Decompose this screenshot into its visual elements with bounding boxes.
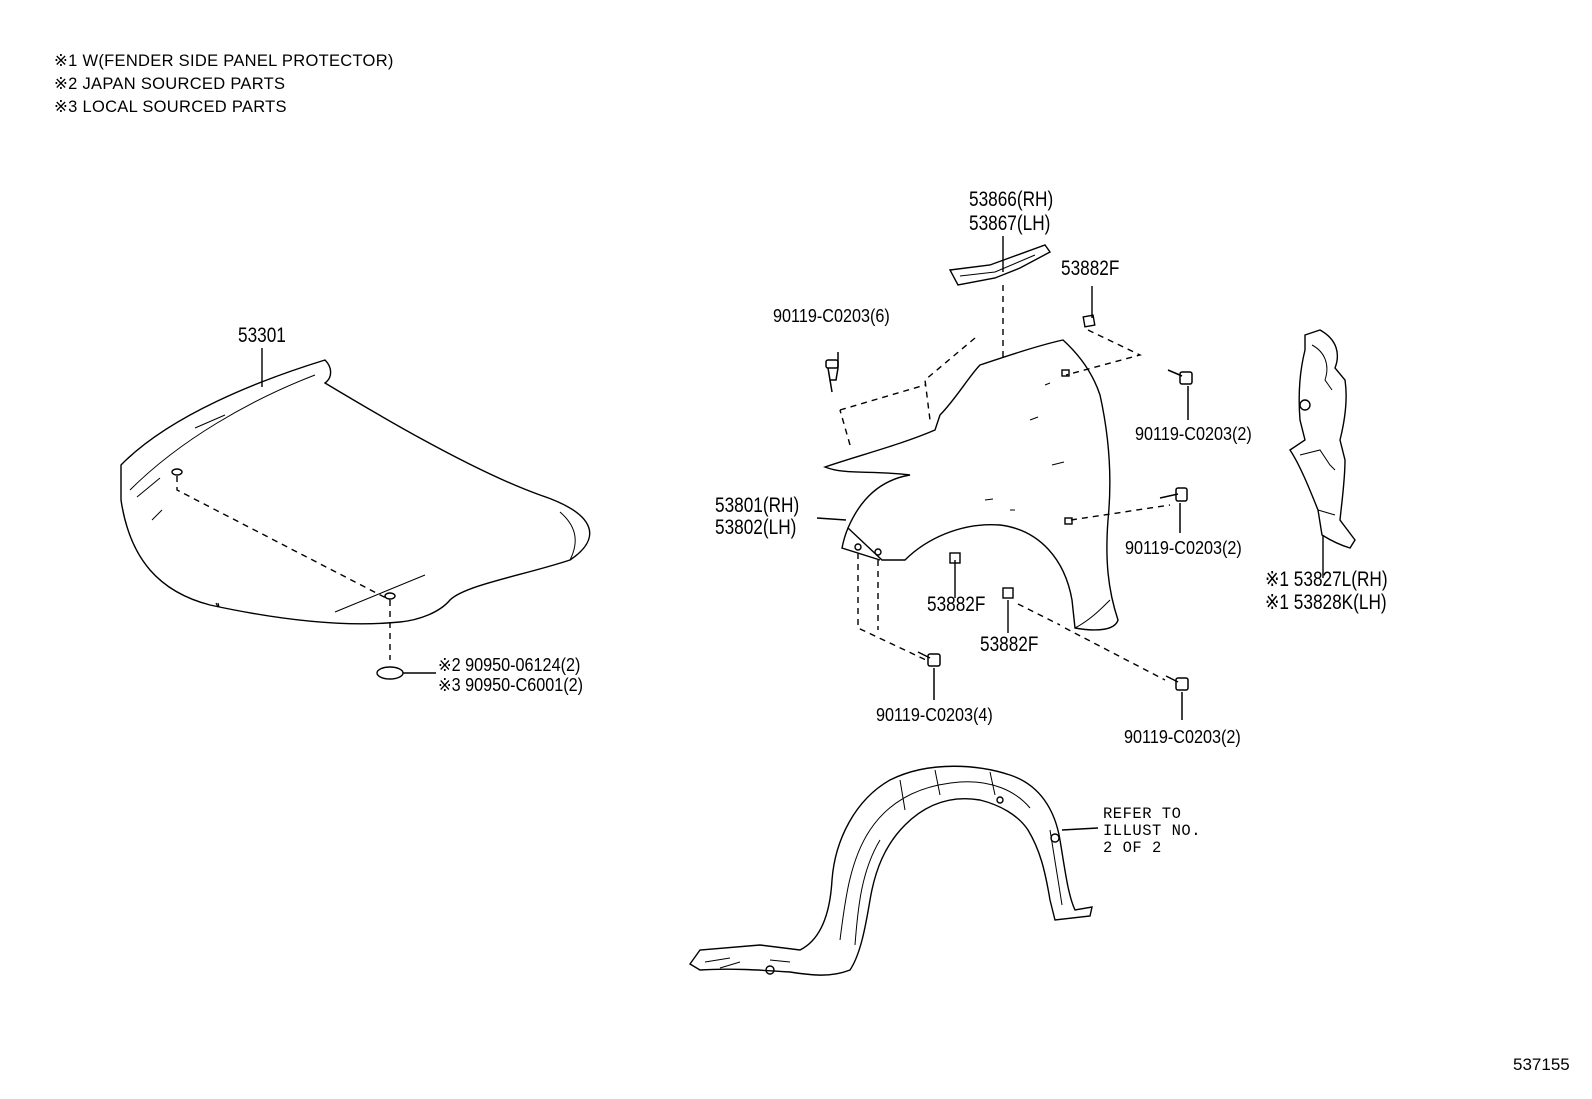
label-hood-plug-jp: ※2 90950-06124(2) [438,655,581,675]
label-screw-mid-right: 90119-C0203(2) [1125,538,1242,558]
fender-panel [816,286,1171,681]
label-clip-top: 53882F [1061,257,1120,280]
screw-bottom-left [917,651,941,700]
label-hood: 53301 [238,324,286,347]
clip-mid [949,552,961,564]
fender-liner [688,765,1099,976]
hood-plug [376,666,404,680]
hood-panel [120,348,591,680]
label-fender-rh: 53801(RH) [715,494,800,517]
label-clip-low: 53882F [980,633,1039,656]
label-screw-bottom-left: 90119-C0203(4) [876,705,993,725]
label-screw-top-left: 90119-C0203(6) [773,306,890,326]
screw-top-left [825,352,839,393]
refer-line-3: 2 OF 2 [1103,839,1162,857]
legend-note-3: ※3 LOCAL SOURCED PARTS [54,98,287,116]
label-screw-bottom-right: 90119-C0203(2) [1124,727,1241,747]
screw-top-right [1167,369,1193,420]
fender-seal [948,236,1052,360]
clip-low [1002,587,1014,599]
label-seal-rh: 53866(RH) [969,188,1054,211]
label-hood-plug-local: ※3 90950-C6001(2) [438,675,584,695]
label-screw-top-right: 90119-C0203(2) [1135,424,1252,444]
legend-note-1: ※1 W(FENDER SIDE PANEL PROTECTOR) [54,52,394,70]
refer-line-1: REFER TO [1103,805,1182,823]
label-fender-lh: 53802(LH) [715,516,797,539]
label-protector-lh: ※1 53828K(LH) [1265,591,1387,614]
refer-line-2: ILLUST NO. [1103,822,1202,840]
label-clip-mid: 53882F [927,593,986,616]
label-protector-rh: ※1 53827L(RH) [1265,568,1388,591]
illustration-number: 537155 [1513,1055,1570,1074]
legend-note-2: ※2 JAPAN SOURCED PARTS [54,75,286,93]
fender-protector [1289,329,1356,578]
screw-mid-right [1159,487,1188,533]
legend-notes: ※1 W(FENDER SIDE PANEL PROTECTOR) ※2 JAP… [54,50,394,119]
screw-bottom-right [1165,675,1189,720]
label-seal-lh: 53867(LH) [969,212,1051,235]
clip-top [1082,314,1096,328]
